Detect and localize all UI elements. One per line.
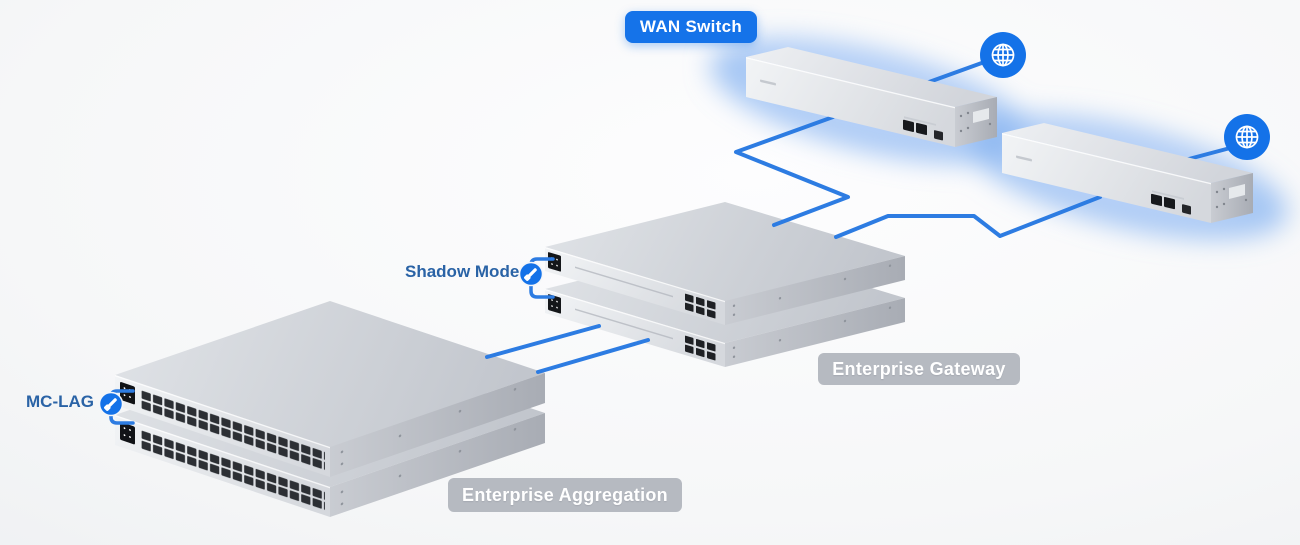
aggregation-2-sfp-ports [141, 429, 325, 512]
gateway-wan1-link [734, 115, 850, 227]
wan-switch-badge: WAN Switch [625, 11, 757, 43]
enterprise-gateway-badge: Enterprise Gateway [818, 353, 1020, 385]
gateway-2-lan-ports [685, 335, 716, 361]
shadow-mode-pairing [518, 257, 555, 299]
aggregation-1-sfp-ports [141, 389, 325, 472]
gateway-unit-1 [545, 202, 905, 326]
gateway-1-lan-ports [685, 293, 716, 319]
gateway-wan2-link [834, 195, 1102, 239]
gateway-1-mgmt-port [548, 252, 561, 272]
globe-icon [980, 32, 1026, 78]
shadow-mode-label: Shadow Mode [405, 262, 520, 281]
link-icon [98, 391, 124, 417]
link-icon [518, 261, 544, 287]
aggregation-unit-1 [115, 301, 545, 478]
globe-icon [1224, 114, 1270, 160]
gateway-aggregation-link-2 [536, 338, 650, 374]
wan2-ports [1151, 193, 1191, 215]
mc-lag-label: MC-LAG [26, 392, 94, 411]
wan1-ports [903, 119, 943, 141]
gateway-aggregation-link-1 [485, 324, 601, 359]
mc-lag-pairing [98, 389, 135, 425]
gateway-2-mgmt-port [548, 294, 561, 314]
enterprise-aggregation-badge: Enterprise Aggregation [448, 478, 682, 512]
wan-switch-2 [1002, 123, 1253, 223]
wan-switch-1 [746, 47, 997, 147]
